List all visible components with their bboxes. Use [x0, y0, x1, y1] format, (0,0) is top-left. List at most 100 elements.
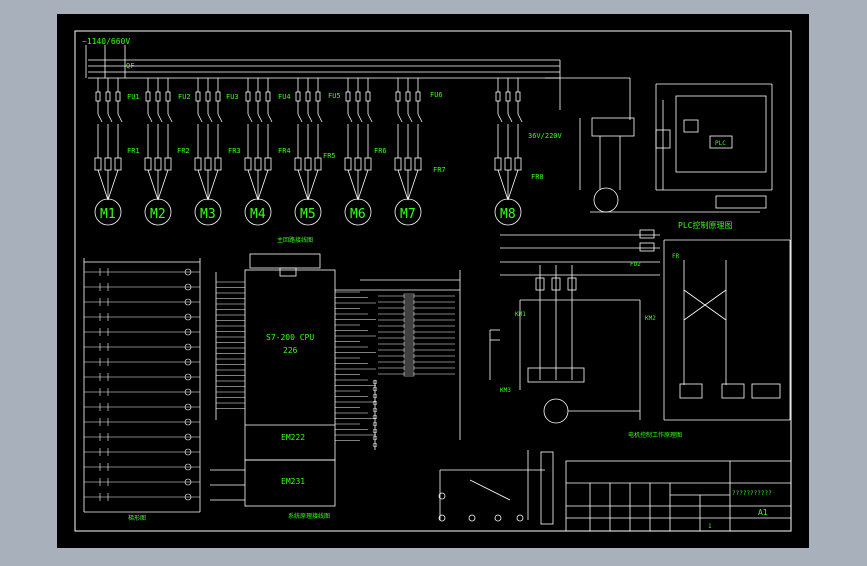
- conductor: [347, 169, 359, 201]
- output-coil: [403, 323, 415, 329]
- output-coil: [403, 365, 415, 371]
- indicator-lamp: [372, 414, 378, 420]
- contact-symbol: [417, 113, 423, 123]
- ladder-title: 梯形图: [128, 514, 146, 522]
- plc-control-title: PLC控制原理图: [678, 220, 732, 230]
- plc-wiring-group: [216, 281, 455, 448]
- cpu-number-label: 226: [283, 346, 298, 355]
- conductor: [257, 169, 269, 201]
- supply-voltage-label: ~1140/660V: [82, 37, 130, 46]
- title-block-placeholder: ???????????: [732, 490, 772, 497]
- relay-label: FR6: [374, 147, 387, 155]
- contact-symbol: [167, 113, 173, 123]
- ladder-coil: [184, 448, 192, 456]
- ladder-coil: [184, 283, 192, 291]
- motor-symbol: [94, 198, 122, 226]
- title-block: [565, 460, 792, 532]
- contact-symbol: [257, 113, 263, 123]
- output-coil: [403, 317, 415, 323]
- voltage-36-label: 36V/220V: [528, 132, 563, 140]
- ladder-coil: [184, 463, 192, 471]
- output-coil: [403, 293, 415, 299]
- conductor: [297, 169, 309, 201]
- indicator-lamp: [372, 407, 378, 413]
- motor-symbol: [344, 198, 372, 226]
- motor-label: M3: [200, 207, 216, 222]
- conductor: [497, 169, 509, 201]
- fu2-label: FU2: [630, 261, 641, 268]
- motor-branch: [494, 78, 523, 226]
- motor-label: M2: [150, 207, 166, 222]
- motor-branch: [294, 78, 323, 226]
- contact-symbol: [297, 113, 303, 123]
- conductor: [147, 169, 159, 201]
- km3-label: KM3: [500, 387, 511, 394]
- contact-symbol: [397, 113, 403, 123]
- indicator-lamp: [372, 428, 378, 434]
- ladder-coil: [184, 268, 192, 276]
- contact-symbol: [267, 113, 273, 123]
- motor-symbol: [194, 198, 222, 226]
- motor-symbol: [144, 198, 172, 226]
- motor-label: M7: [400, 207, 416, 222]
- ladder-coil: [184, 433, 192, 441]
- motor-label: M6: [350, 207, 366, 222]
- motor-branch: [394, 78, 423, 226]
- motor-circuit-title: 电机控制工作原理图: [628, 431, 682, 439]
- contact-symbol: [347, 113, 353, 123]
- motor-symbol: [494, 198, 522, 226]
- output-coil: [403, 311, 415, 317]
- km2-label: KM2: [645, 315, 656, 322]
- contact-symbol: [367, 113, 373, 123]
- conductor: [507, 169, 519, 201]
- labels: ~1140/660V QF FU1 FU2 FU3 FU4 FU5 FU6 FR…: [82, 37, 772, 530]
- ladder-coil: [184, 328, 192, 336]
- motor-branch: [144, 78, 173, 226]
- ladder-coil: [184, 403, 192, 411]
- indicator-lamp: [372, 421, 378, 427]
- plc-box-label: PLC: [715, 140, 726, 147]
- motor-label: M8: [500, 207, 516, 222]
- indicator-lamp: [372, 442, 378, 448]
- indicator-lamp: [372, 435, 378, 441]
- relay-label: FR8: [531, 173, 544, 181]
- sheet-size-label: A1: [758, 508, 768, 517]
- output-coil: [403, 299, 415, 305]
- indicator-lamp: [372, 379, 378, 385]
- motor-symbol: [294, 198, 322, 226]
- motor-symbol: [244, 198, 272, 226]
- motor-label: M1: [100, 207, 116, 222]
- contact-symbol: [217, 113, 223, 123]
- conductor: [157, 169, 169, 201]
- scale-label: 1: [708, 523, 712, 530]
- contact-symbol: [497, 113, 503, 123]
- fuse-label: FU6: [430, 91, 443, 99]
- contact-symbol: [197, 113, 203, 123]
- ladder-coil: [184, 388, 192, 396]
- motor-symbol: [394, 198, 422, 226]
- conductor: [207, 169, 219, 201]
- contact-symbol: [117, 113, 123, 123]
- output-coil: [403, 341, 415, 347]
- contact-symbol: [407, 113, 413, 123]
- motor-branch: [194, 78, 223, 226]
- indicator-lamp: [372, 386, 378, 392]
- motor-label: M4: [250, 207, 266, 222]
- fuse-label: FU2: [178, 93, 191, 101]
- output-coil: [403, 353, 415, 359]
- sheet-inner-border: [74, 30, 792, 532]
- relay-label: FR5: [323, 152, 336, 160]
- conductor: [307, 169, 319, 201]
- ladder-diagram-group: [84, 268, 200, 501]
- conductor: [407, 169, 419, 201]
- output-coil: [403, 305, 415, 311]
- plc-wiring-title: 系统原理接线图: [288, 512, 330, 520]
- conductor: [97, 169, 109, 201]
- conductor: [357, 169, 369, 201]
- ladder-coil: [184, 493, 192, 501]
- breaker-label: QF: [126, 62, 134, 70]
- fuse-label: FU1: [127, 93, 140, 101]
